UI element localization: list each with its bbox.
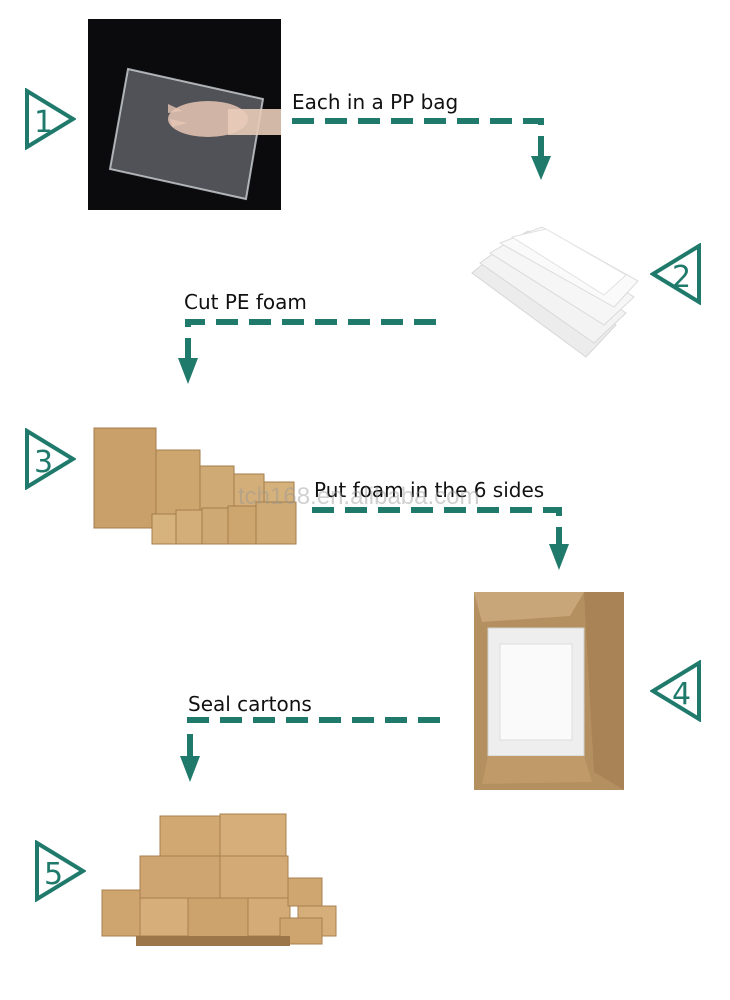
pe-foam-photo	[466, 225, 640, 359]
step-marker-4: 4	[650, 660, 702, 722]
carton-boxes-photo	[92, 410, 300, 548]
arrowhead-3	[549, 544, 569, 570]
step-caption-2: Cut PE foam	[184, 290, 307, 314]
step-number-3: 3	[34, 445, 53, 480]
step-number-4: 4	[672, 677, 691, 712]
step-marker-5: 5	[34, 840, 86, 902]
watermark: tch168.en.alibaba.com	[238, 483, 480, 510]
step-marker-3: 3	[24, 428, 76, 490]
step-marker-1: 1	[24, 88, 76, 150]
flow-arrow-1	[292, 118, 544, 160]
arrowhead-4	[180, 756, 200, 782]
step-number-5: 5	[44, 857, 63, 892]
flow-arrow-2	[185, 319, 436, 362]
pallet-cartons-photo	[100, 810, 340, 950]
arrowhead-2	[178, 358, 198, 384]
flow-arrow-3	[312, 507, 562, 548]
foam-in-box-photo	[474, 592, 624, 790]
step-caption-4: Seal cartons	[188, 692, 312, 716]
flow-arrow-4	[187, 717, 440, 760]
step-number-1: 1	[34, 105, 53, 140]
step-marker-2: 2	[650, 243, 702, 305]
step-number-2: 2	[672, 260, 691, 295]
step-caption-1: Each in a PP bag	[292, 90, 459, 114]
pp-bag-photo	[88, 19, 281, 210]
step-caption-3: Put foam in the 6 sides	[314, 478, 545, 502]
arrowhead-1	[531, 156, 551, 180]
